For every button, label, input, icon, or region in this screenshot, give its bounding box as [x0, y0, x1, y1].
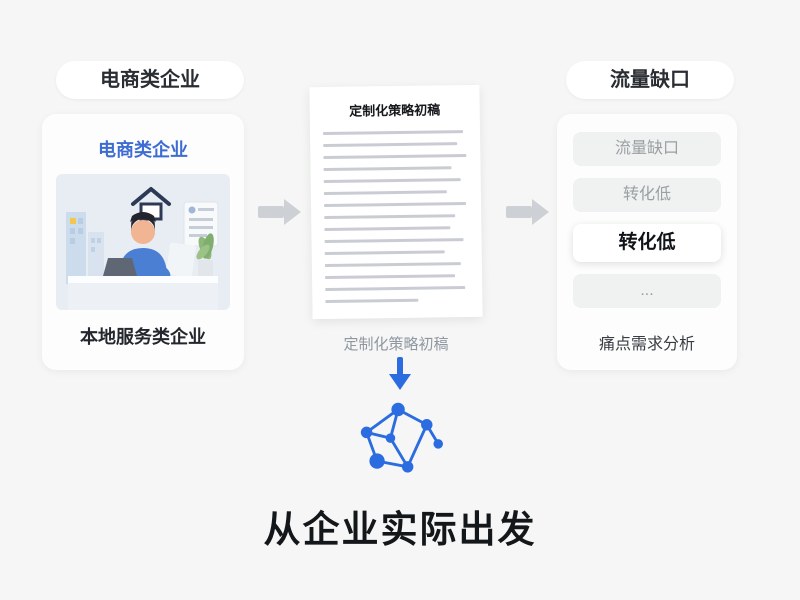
doc-text-line	[324, 202, 466, 208]
strategy-document-caption: 定制化策略初稿	[343, 336, 449, 353]
list-item: ...	[573, 274, 721, 308]
panel-graphic	[166, 242, 196, 278]
traffic-gap-badge: 流量缺口	[566, 61, 734, 99]
list-item-highlighted: 转化低	[573, 224, 721, 262]
doc-text-line	[324, 262, 461, 267]
arrow-down-icon	[389, 357, 411, 390]
doc-text-line	[325, 286, 466, 291]
desk-graphic	[68, 276, 218, 310]
doc-text-line	[323, 178, 461, 184]
arrow-bar	[506, 206, 532, 218]
pain-points-card-caption: 痛点需求分析	[598, 336, 695, 353]
arrow-head	[532, 199, 549, 225]
arrow-bar	[258, 206, 284, 218]
enterprise-card-title: 电商类企业	[98, 140, 188, 160]
plant-graphic	[196, 233, 214, 278]
doc-text-line	[324, 214, 456, 220]
pain-points-card: 流量缺口 转化低 转化低 ... 痛点需求分析	[557, 114, 737, 370]
list-item: 转化低	[573, 178, 721, 212]
list-item: 流量缺口	[573, 132, 721, 166]
office-worker-illustration	[56, 174, 230, 310]
arrow-head	[284, 199, 301, 225]
ecommerce-badge: 电商类企业	[56, 61, 244, 99]
arrow-right-icon	[258, 199, 301, 225]
doc-text-line	[325, 298, 419, 303]
doc-text-line	[323, 142, 458, 148]
doc-text-line	[324, 226, 450, 232]
arrow-right-icon	[506, 199, 549, 225]
doc-text-line	[325, 274, 455, 279]
enterprise-card-caption: 本地服务类企业	[80, 327, 206, 347]
enterprise-card: 电商类企业	[42, 114, 244, 370]
strategy-document-title: 定制化策略初稿	[349, 102, 441, 119]
doc-text-line	[323, 190, 447, 196]
traffic-gap-badge-label: 流量缺口	[610, 69, 690, 91]
strategy-document-body	[322, 130, 470, 303]
doc-text-line	[324, 238, 464, 244]
doc-text-line	[323, 166, 453, 172]
doc-text-line	[323, 154, 467, 160]
buildings-graphic	[66, 212, 104, 284]
doc-text-line	[324, 250, 445, 256]
strategy-document: 定制化策略初稿	[309, 84, 483, 320]
doc-text-line	[323, 130, 464, 136]
pain-points-list: 流量缺口 转化低 转化低 ...	[557, 114, 737, 308]
network-graph-icon	[360, 402, 443, 473]
page-title: 从企业实际出发	[263, 509, 537, 550]
ecommerce-badge-label: 电商类企业	[100, 69, 200, 91]
laptop-graphic	[103, 258, 137, 276]
